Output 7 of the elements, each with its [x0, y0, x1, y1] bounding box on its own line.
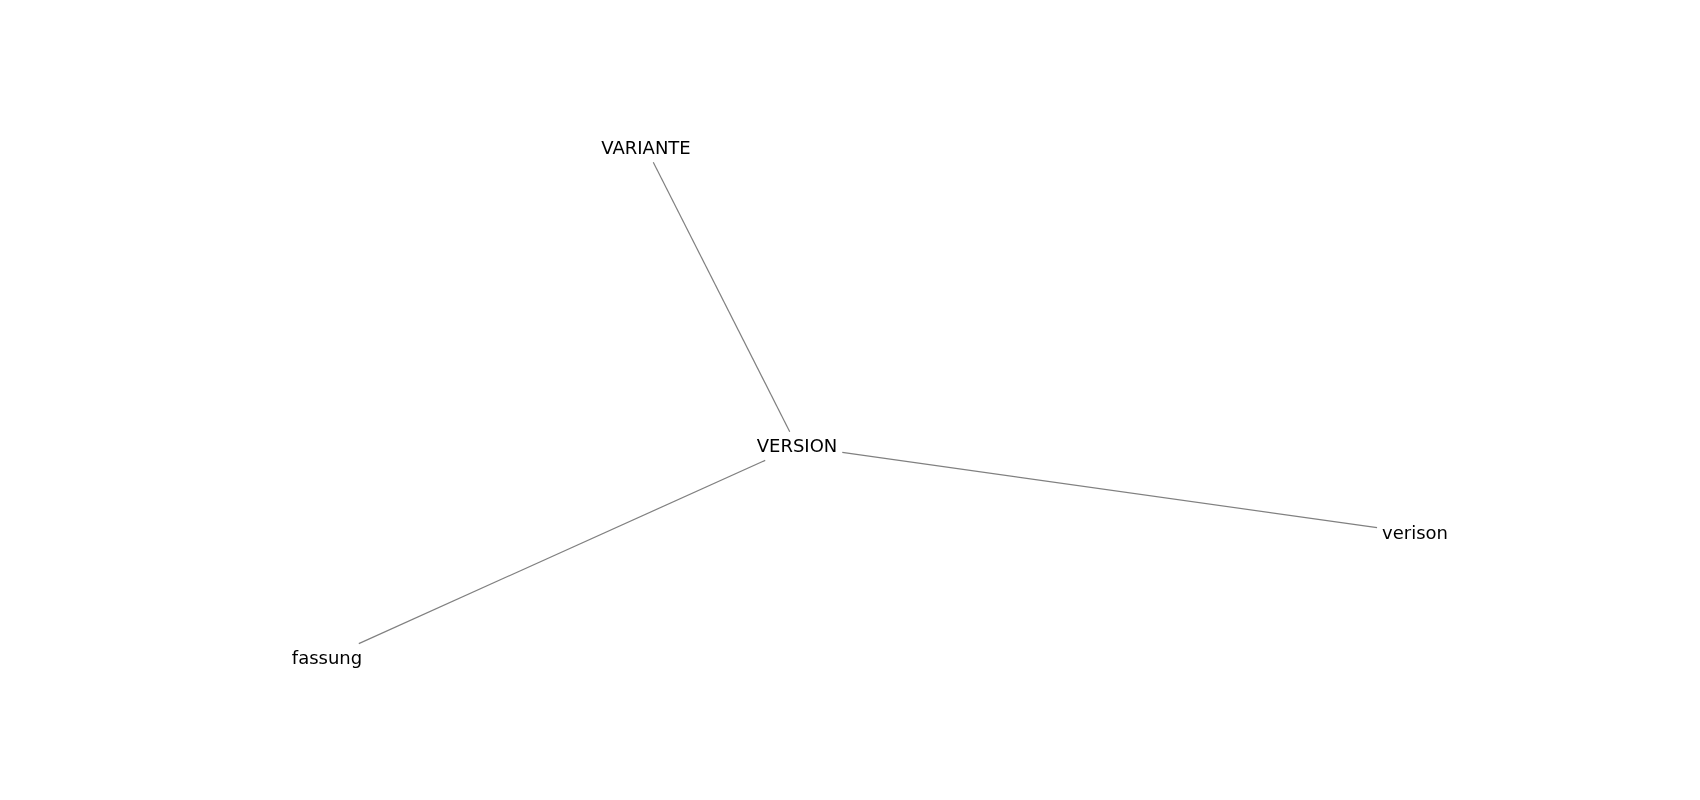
node-label: verison — [1380, 521, 1450, 545]
node-label: VERSION — [754, 434, 840, 458]
connector-line — [652, 161, 791, 433]
node-label: fassung — [289, 646, 365, 670]
connector-line — [841, 451, 1378, 529]
node-label: VARIANTE — [599, 136, 693, 160]
connector-line — [358, 459, 766, 645]
